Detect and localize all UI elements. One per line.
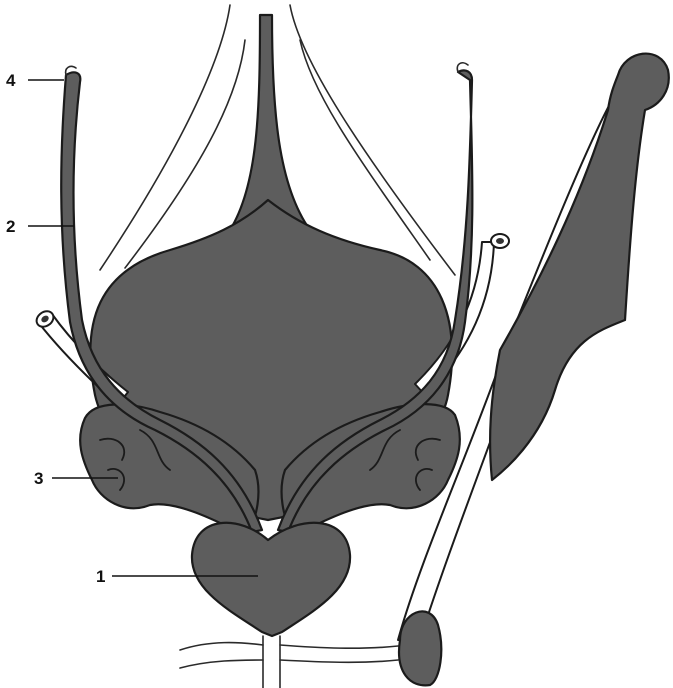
prostate [192, 523, 350, 636]
pelvic-bone-lower [399, 611, 441, 685]
urachus [230, 15, 310, 230]
label-3: 3 [34, 469, 43, 488]
label-1: 1 [96, 567, 105, 586]
pelvic-bone-upper [490, 54, 669, 480]
urethra [180, 636, 398, 688]
label-2: 2 [6, 217, 15, 236]
label-4: 4 [6, 71, 16, 90]
